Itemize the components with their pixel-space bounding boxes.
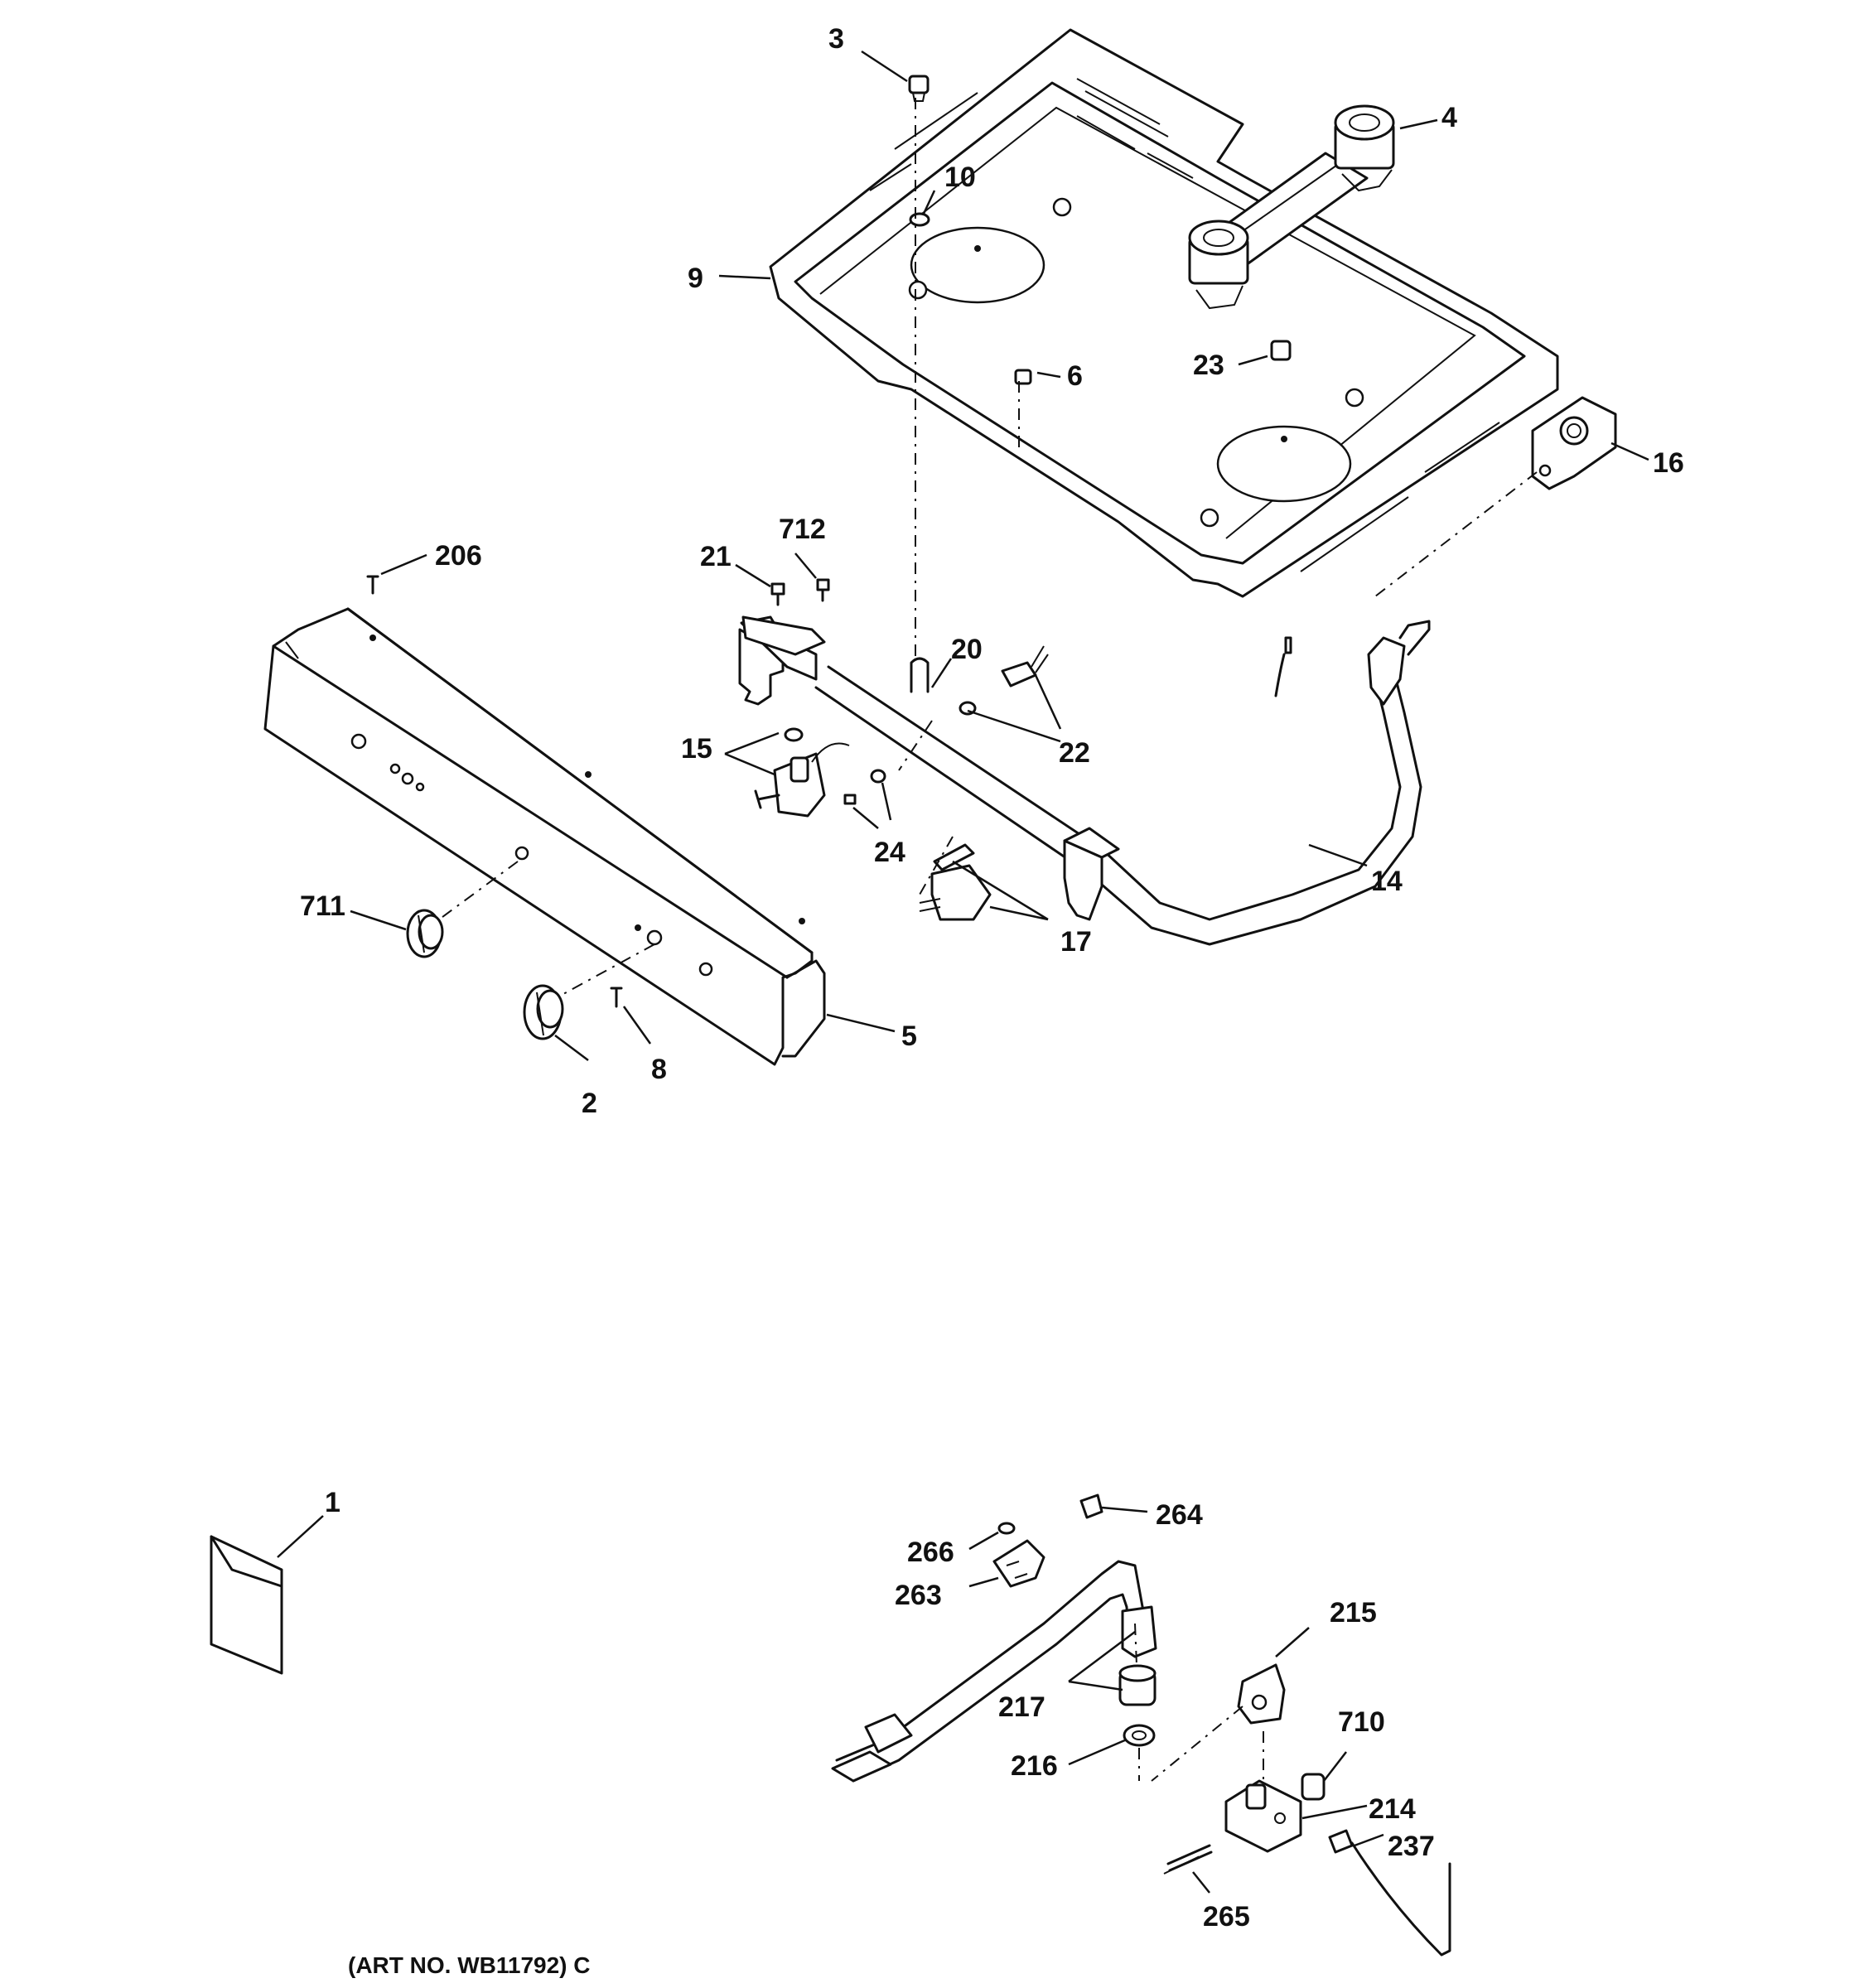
burner-head-front <box>1188 220 1249 310</box>
callout-4: 4 <box>1441 102 1457 133</box>
callout-6: 6 <box>1067 360 1083 392</box>
cap-23 <box>1270 340 1292 361</box>
pin-265 <box>1166 1844 1213 1872</box>
gas-tube-237 <box>1328 1829 1451 1957</box>
callout-23: 23 <box>1193 350 1224 381</box>
callout-22: 22 <box>1059 737 1090 769</box>
tray-screw-6 <box>1014 369 1032 385</box>
grommet-10 <box>909 212 930 227</box>
manifold-pipe-14 <box>738 615 1431 946</box>
callout-1: 1 <box>325 1487 340 1518</box>
nut-216 <box>1123 1724 1156 1747</box>
leader-lines <box>277 50 1649 1894</box>
control-knob-2 <box>523 984 564 1040</box>
callout-214: 214 <box>1369 1793 1416 1825</box>
gasket-15 <box>784 727 804 742</box>
callout-24: 24 <box>874 837 905 868</box>
callout-711: 711 <box>300 890 345 922</box>
ignitor-switch-17 <box>919 843 992 921</box>
tray-bottom-screw <box>1274 636 1292 697</box>
tray-screw-3 <box>908 75 930 102</box>
callout-710: 710 <box>1338 1706 1385 1738</box>
callout-2: 2 <box>582 1088 597 1119</box>
callout-17: 17 <box>1060 926 1092 958</box>
callout-3: 3 <box>828 23 844 55</box>
callout-20: 20 <box>951 634 983 665</box>
ignitor-plug-264 <box>1079 1493 1103 1519</box>
callout-15: 15 <box>681 733 712 765</box>
screw-24b <box>843 794 857 805</box>
callout-10: 10 <box>944 162 976 193</box>
callout-217: 217 <box>998 1691 1045 1723</box>
callout-14: 14 <box>1371 866 1403 897</box>
orifice-bracket-16 <box>1531 396 1617 490</box>
callout-265: 265 <box>1203 1901 1250 1933</box>
panel-screw-8 <box>610 987 623 1008</box>
thermostat-valve-214 <box>1224 1779 1302 1853</box>
callout-9: 9 <box>688 263 703 294</box>
callout-264: 264 <box>1156 1499 1203 1531</box>
burner-box-tray <box>769 28 1559 598</box>
callout-266: 266 <box>907 1537 954 1568</box>
burner-head-rear <box>1334 104 1395 192</box>
surface-burner-assembly <box>1188 104 1395 310</box>
screw-24a <box>870 769 886 784</box>
screw-266 <box>997 1522 1016 1535</box>
callout-8: 8 <box>651 1054 667 1085</box>
sleeve-217 <box>1118 1664 1157 1706</box>
screw-21 <box>770 582 785 606</box>
bracket-215 <box>1237 1663 1286 1725</box>
callout-712: 712 <box>779 514 826 545</box>
callout-16: 16 <box>1653 447 1684 479</box>
control-panel-5 <box>263 607 826 1066</box>
callout-206: 206 <box>435 540 482 572</box>
oven-ignitor-263 <box>992 1539 1045 1588</box>
callout-5: 5 <box>901 1021 917 1052</box>
art-number: (ART NO. WB11792) C <box>348 1952 591 1978</box>
burner-valve-15 <box>754 742 850 818</box>
control-knob-711 <box>406 909 444 958</box>
lower-centerlines <box>1134 1623 1264 1875</box>
callout-237: 237 <box>1388 1831 1435 1862</box>
literature-envelope-1 <box>210 1535 283 1675</box>
cap-710 <box>1301 1773 1326 1801</box>
callout-216: 216 <box>1011 1750 1058 1782</box>
panel-screw-206 <box>366 575 379 595</box>
callout-263: 263 <box>895 1580 942 1611</box>
oven-burner-tube <box>831 1560 1157 1783</box>
callout-21: 21 <box>700 541 732 572</box>
callout-215: 215 <box>1330 1597 1377 1629</box>
assembly-centerlines <box>438 98 1538 995</box>
screw-712 <box>816 578 830 602</box>
